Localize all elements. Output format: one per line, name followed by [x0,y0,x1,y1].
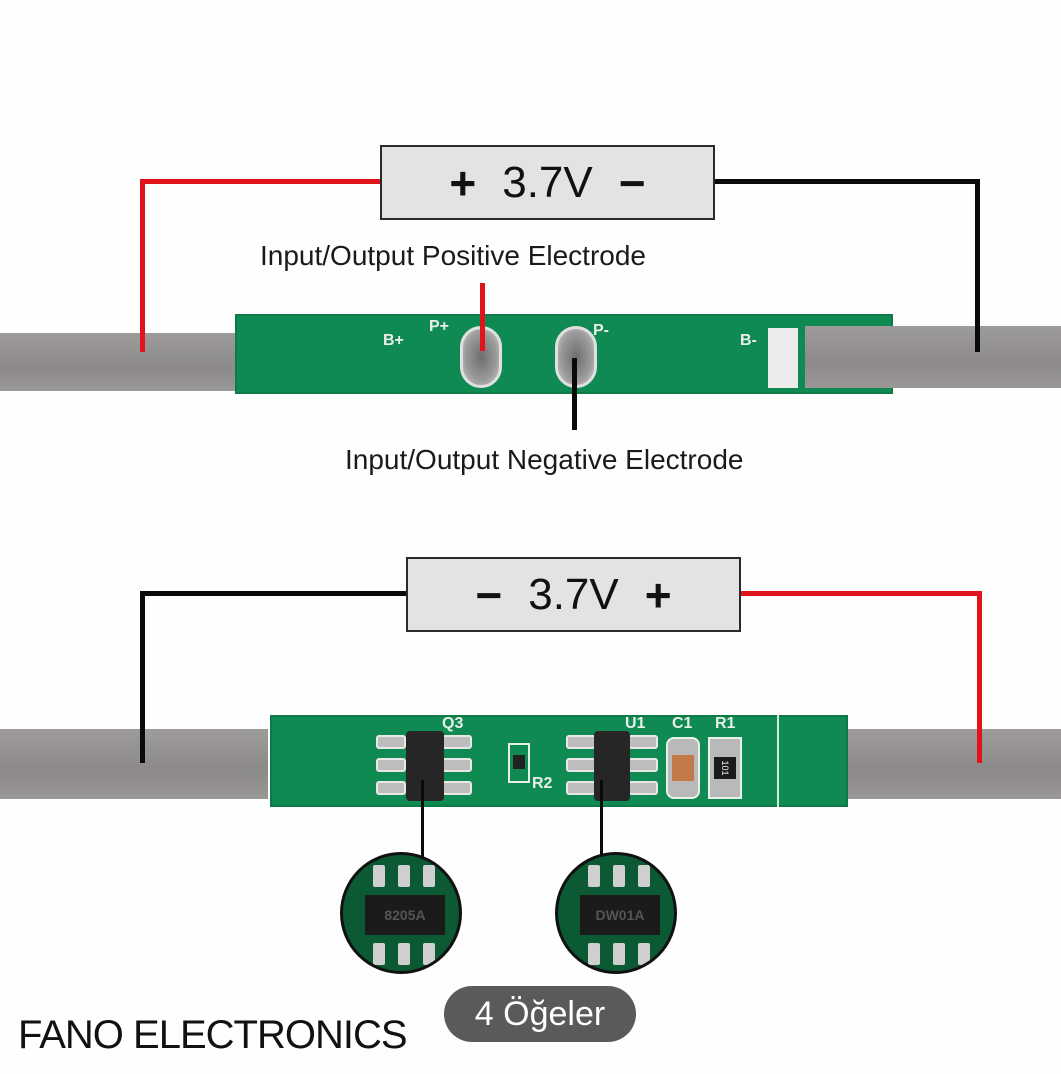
gallery-count-badge[interactable]: 4 Öğeler [444,986,636,1042]
negative-electrode-label: Input/Output Negative Electrode [345,444,744,475]
right-nickel-strip [805,326,1061,388]
plus-sign: + [449,156,477,209]
pcb-board-bottom: Q3 R2 U1 C1 R1 101 [270,715,848,807]
q3-pad [442,781,472,795]
silk-q3: Q3 [442,715,464,732]
q3-pad [376,781,406,795]
pcb-divider [777,715,779,807]
silk-c1: C1 [672,715,693,732]
u1-pointer [600,780,603,858]
chip-marking-dw01a: DW01A [580,895,660,935]
negative-wire-horizontal-bottom [140,591,408,596]
q3-chip [406,731,444,801]
negative-wire-vertical-bottom [140,591,145,763]
brand-label: FANO ELECTRONICS [18,1013,408,1057]
silk-u1: U1 [625,715,646,732]
negative-wire-tip-bottom [140,728,145,763]
positive-wire-tip-bottom [977,728,982,763]
chip-marking-8205a: 8205A [365,895,445,935]
pcb-board-top: B+ P+ P- B- [235,314,893,394]
b-minus-pad [768,328,798,388]
r2-resistor [508,743,530,783]
voltage-value: 3.7V [502,157,593,207]
positive-wire-tip [140,320,145,352]
plus-sign: + [644,568,672,621]
negative-pointer [572,358,577,430]
negative-wire-tip [975,320,980,352]
u1-pad [628,735,658,749]
voltage-value: 3.7V [528,569,619,619]
u1-pad [566,758,596,772]
q3-pad [376,758,406,772]
silk-b-minus: B- [740,332,757,349]
q3-pointer [421,780,424,858]
u1-pad [566,735,596,749]
positive-pointer [480,283,485,351]
minus-sign: − [475,568,503,621]
u1-pad [628,758,658,772]
negative-wire-horizontal [714,179,978,184]
silk-b-plus: B+ [383,332,404,349]
q3-pad [376,735,406,749]
r1-resistor: 101 [708,737,742,799]
positive-electrode-label: Input/Output Positive Electrode [260,240,646,271]
r1-marking: 101 [714,757,736,779]
zoom-circle-dw01a: DW01A [555,852,677,974]
right-nickel-strip-bottom [848,729,1061,799]
positive-wire-vertical [140,179,145,351]
voltage-label-top: + 3.7V − [380,145,715,220]
minus-sign: − [618,156,646,209]
c1-capacitor [666,737,700,799]
silk-p-plus: P+ [429,318,450,335]
q3-pad [442,758,472,772]
silk-r1: R1 [715,715,736,732]
silk-r2: R2 [532,775,553,792]
left-nickel-strip-bottom [0,729,268,799]
positive-wire-horizontal-bottom [738,591,982,596]
negative-wire-vertical [975,179,980,351]
positive-wire-vertical-bottom [977,591,982,763]
q3-pad [442,735,472,749]
u1-pad [628,781,658,795]
positive-wire-horizontal [140,179,382,184]
silk-p-minus: P- [593,322,609,339]
voltage-label-bottom: − 3.7V + [406,557,741,632]
u1-pad [566,781,596,795]
zoom-circle-8205a: 8205A [340,852,462,974]
